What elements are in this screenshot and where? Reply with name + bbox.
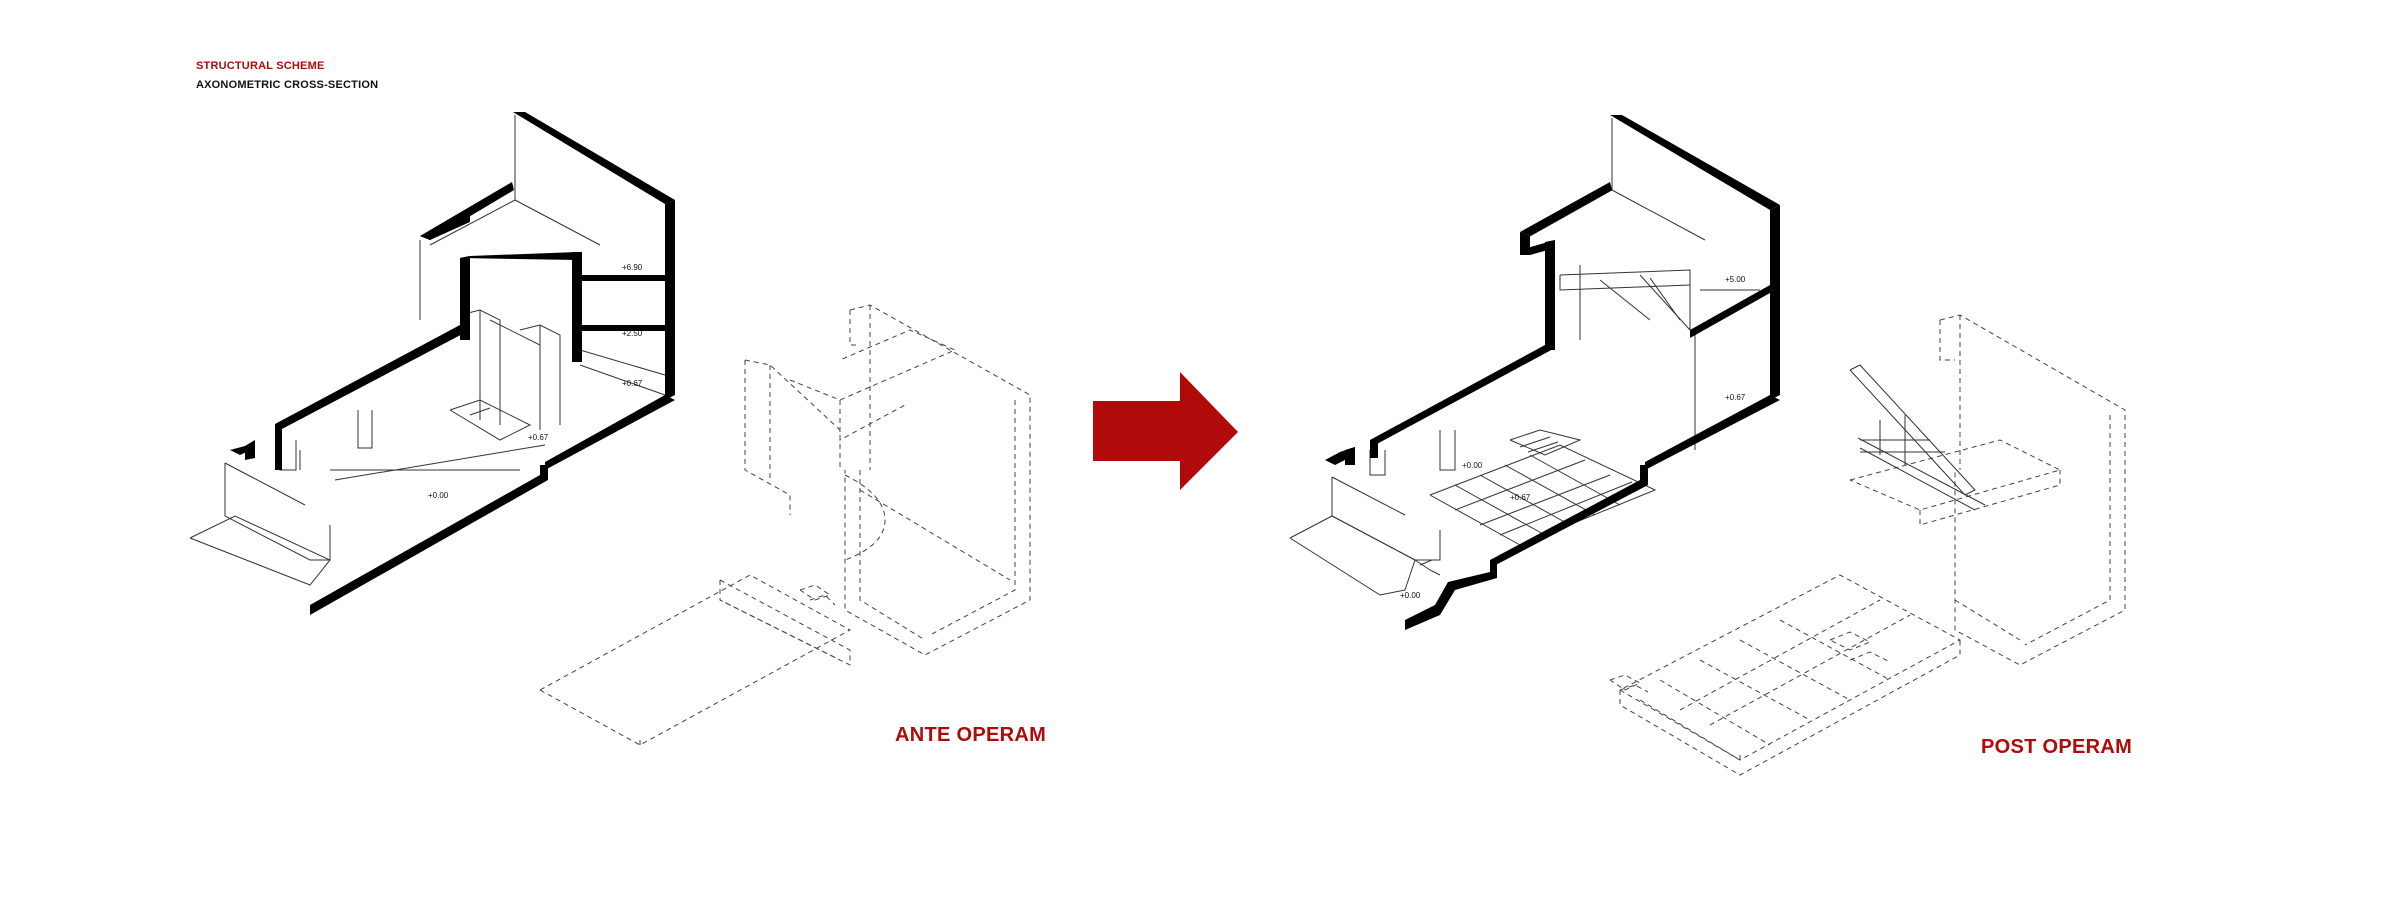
ante-structural-scheme	[539, 304, 1031, 746]
drawing-subtitle: AXONOMETRIC CROSS-SECTION	[196, 79, 379, 91]
ante-section-drawing: +6.90 +2.50 +0.67 +0.67 +0.00	[189, 112, 675, 615]
level-marker: +5.00	[1725, 275, 1746, 284]
level-marker: +0.00	[1462, 461, 1483, 470]
post-truss-element	[1849, 364, 1986, 511]
arrow-right-icon	[1093, 372, 1238, 490]
level-marker: +0.67	[1510, 493, 1531, 502]
post-level-markers: +5.00 +0.67 +0.00 +0.67 +0.00	[1400, 275, 1746, 600]
post-section-drawing: +5.00 +0.67 +0.00 +0.67 +0.00	[1289, 115, 1780, 630]
post-structural-scheme	[1609, 314, 2126, 776]
level-marker: +0.67	[528, 433, 549, 442]
post-operam-caption: POST OPERAM	[1981, 736, 2133, 758]
level-marker: +0.00	[428, 491, 449, 500]
ante-operam-caption: ANTE OPERAM	[895, 724, 1047, 746]
level-marker: +2.50	[622, 329, 643, 338]
level-marker: +0.67	[1725, 393, 1746, 402]
drawing-title: STRUCTURAL SCHEME	[196, 60, 325, 72]
level-marker: +6.90	[622, 263, 643, 272]
level-marker: +0.67	[622, 379, 643, 388]
level-marker: +0.00	[1400, 591, 1421, 600]
drawing-header: STRUCTURAL SCHEME AXONOMETRIC CROSS-SECT…	[196, 60, 378, 91]
ante-level-markers: +6.90 +2.50 +0.67 +0.67 +0.00	[428, 263, 643, 500]
